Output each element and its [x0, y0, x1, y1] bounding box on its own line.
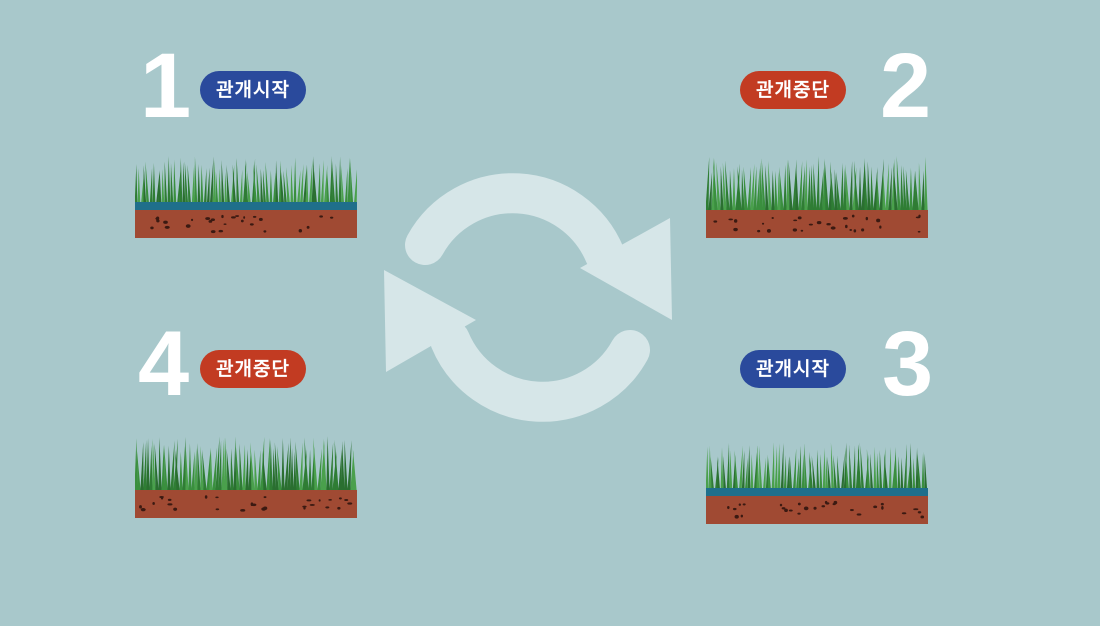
turf-dry-illustration	[706, 156, 928, 238]
step-4-badge: 관개중단	[200, 350, 306, 388]
step-2-number: 2	[880, 35, 932, 137]
turf-irrigated-illustration	[135, 156, 357, 238]
step-3-number: 3	[882, 313, 934, 415]
step-4-turf-dry	[135, 430, 357, 518]
turf-irrigated-illustration	[706, 442, 928, 524]
step-1-badge: 관개시작	[200, 71, 306, 109]
step-3-badge: 관개시작	[740, 350, 846, 388]
turf-dry-illustration	[135, 436, 357, 518]
step-2-badge: 관개중단	[740, 71, 846, 109]
step-4-number: 4	[138, 313, 190, 415]
step-1-number: 1	[140, 35, 192, 137]
cycle-arrows-icon	[384, 173, 672, 422]
step-3-turf-irrigated	[706, 436, 928, 524]
step-1-turf-irrigated	[135, 150, 357, 238]
step-2-turf-dry	[706, 150, 928, 238]
